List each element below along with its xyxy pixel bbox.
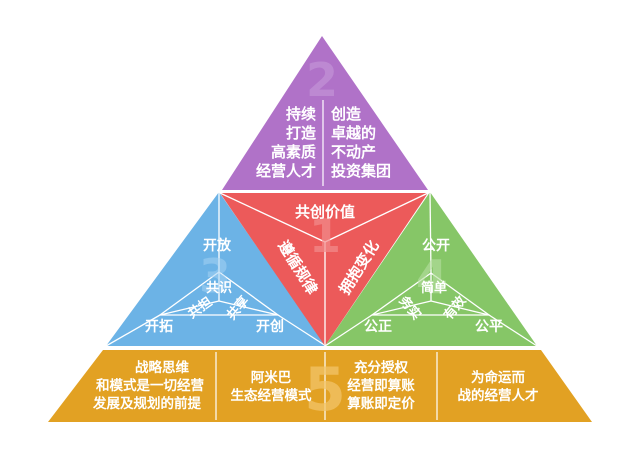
left-section: 3 开放 开拓 开创 共识 共担 共享 [105,192,327,347]
center-section-number: 1 [309,209,341,263]
bottom-col3-line-3: 算账即定价 [347,395,415,412]
top-left-line-4: 经营人才 [256,162,316,180]
top-left-line-2: 打造 [286,124,316,142]
left-outer-left: 开拓 [145,318,173,335]
left-triangle [106,192,326,346]
right-spoke-3 [430,300,490,316]
top-right-line-1: 创造 [330,105,361,123]
bottom-trapezoid [48,350,592,422]
bottom-col4-line-2: 战的经营人才 [458,387,539,404]
right-outer-left: 公正 [364,319,392,335]
bottom-col2-line-1: 阿米巴 [251,369,292,386]
bottom-section-number: 5 [304,355,346,425]
bottom-col4-line-1: 为命运而 [471,369,525,386]
left-inner-top: 共识 [206,280,232,296]
right-section-number: 4 [416,250,448,304]
right-outer-right: 公平 [475,319,503,335]
center-spoke-left [219,192,326,243]
center-top-label: 共创价值 [295,203,355,221]
top-right-line-4: 投资集团 [331,162,391,180]
right-inner-top: 简单 [421,280,447,296]
right-section: 4 公开 公正 公平 简单 务实 有效 [324,191,538,347]
top-right-line-2: 卓越的 [331,124,376,142]
left-spoke-3 [218,300,279,316]
right-outer-link-top [429,191,432,274]
left-outer-right: 开创 [256,318,284,335]
center-spoke-right [324,192,429,243]
bottom-col2-line-2: 生态经营模式 [231,387,312,404]
top-right-line-3: 不动产 [331,143,376,161]
top-left-line-1: 持续 [286,105,316,123]
bottom-col1-line-1: 战略思维 [135,359,189,376]
right-outer-top: 公开 [422,238,450,254]
bottom-col1-line-3: 发展及规划的前提 [92,395,201,412]
right-outer-link-left [324,314,373,347]
left-outer-link-left [105,314,161,347]
left-section-number: 3 [199,249,231,303]
right-spoke-2 [371,300,432,316]
top-triangle [222,36,428,190]
left-spoke-2 [159,300,220,316]
top-section: 2 持续 打造 高素质 经营人才 创造 卓越的 不动产 投资集团 [222,36,428,190]
center-triangle [220,193,428,346]
left-outer-link-right [277,314,327,347]
top-left-line-3: 高素质 [271,143,316,161]
top-section-number: 2 [306,53,338,107]
left-outer-top: 开放 [203,237,232,254]
bottom-col3-line-2: 经营即算账 [347,377,415,394]
bottom-section: 5 战略思维 和模式是一切经营 发展及规划的前提 阿米巴 生态经营模式 充分授权… [48,350,592,425]
right-outer-link-right [488,314,538,347]
bottom-col1-line-2: 和模式是一切经营 [96,377,204,394]
bottom-col3-line-1: 充分授权 [354,359,408,376]
